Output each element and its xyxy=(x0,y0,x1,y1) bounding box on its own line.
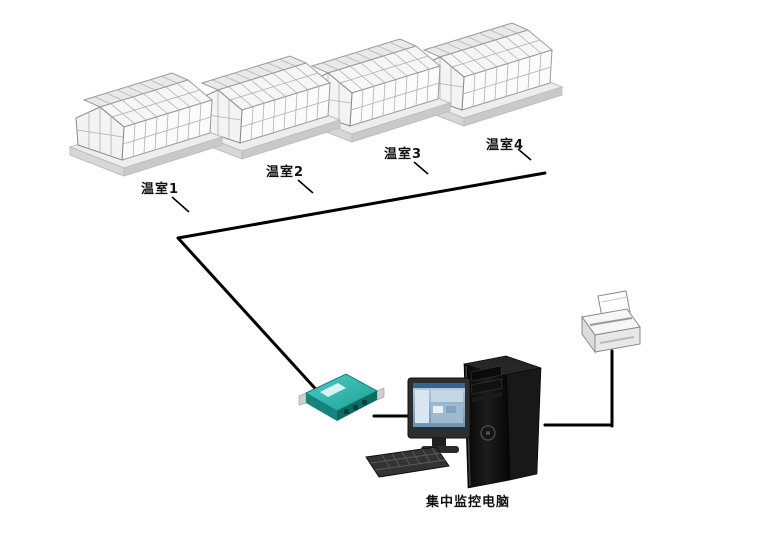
converter-ports xyxy=(344,400,367,414)
leader-tick-4 xyxy=(517,148,532,161)
drive-bay-1 xyxy=(470,365,502,382)
greenhouse-4-label: 温室4 xyxy=(486,138,525,153)
label-leader-ticks xyxy=(171,148,532,213)
converter-drop-line xyxy=(176,236,324,398)
leader-tick-2 xyxy=(297,179,314,194)
printer xyxy=(581,290,641,354)
bus-line xyxy=(176,171,547,240)
greenhouse-1-label: 温室1 xyxy=(141,182,180,197)
greenhouse-1 xyxy=(69,72,223,177)
keyboard xyxy=(365,446,450,478)
monitor-stand xyxy=(432,438,446,446)
converter-label-strip xyxy=(320,383,346,397)
vent-slot xyxy=(472,392,502,402)
leader-tick-3 xyxy=(413,161,429,175)
printer-slot xyxy=(589,317,633,326)
leader-tick-1 xyxy=(171,196,190,213)
greenhouse-3-label: 温室3 xyxy=(384,147,423,162)
greenhouse-2-label: 温室2 xyxy=(266,165,305,180)
drive-bay-2 xyxy=(471,378,503,395)
signal-converter-device xyxy=(298,373,385,421)
computer-label: 集中监控电脑 xyxy=(425,495,510,510)
connection-lines xyxy=(176,171,614,428)
monitor xyxy=(407,377,471,453)
pc-tower xyxy=(462,355,543,489)
